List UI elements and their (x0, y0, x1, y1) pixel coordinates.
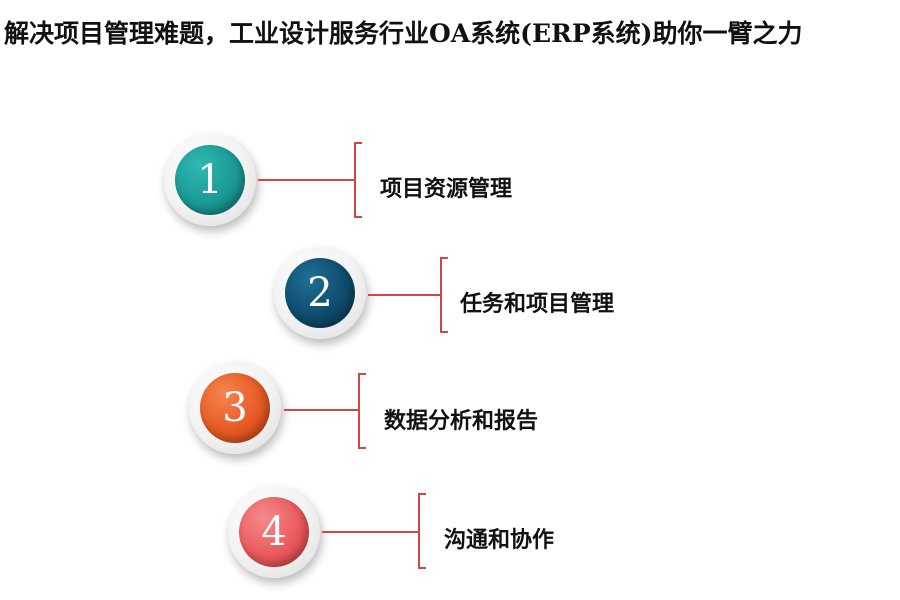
connector-line-2 (368, 294, 440, 296)
bracket-2 (440, 257, 448, 333)
number-circle-4: 4 (228, 486, 320, 578)
page-title: 解决项目管理难题，工业设计服务行业OA系统(ERP系统)助你一臂之力 (4, 19, 803, 48)
item-label-2: 任务和项目管理 (460, 291, 615, 317)
number-circle-3: 3 (189, 362, 281, 454)
connector-line-1 (258, 179, 354, 181)
item-label-1: 项目资源管理 (380, 176, 513, 202)
bracket-4 (418, 493, 426, 569)
bracket-3 (358, 373, 366, 449)
item-label-4: 沟通和协作 (444, 527, 555, 553)
item-label-3: 数据分析和报告 (384, 408, 539, 434)
connector-line-4 (322, 531, 418, 533)
number-circle-inner-3: 3 (200, 373, 270, 443)
number-circle-inner-1: 1 (175, 145, 245, 215)
bracket-1 (354, 142, 362, 218)
number-circle-inner-4: 4 (239, 497, 309, 567)
connector-line-3 (284, 409, 358, 411)
number-circle-2: 2 (274, 247, 366, 339)
number-circle-inner-2: 2 (285, 258, 355, 328)
number-circle-1: 1 (164, 134, 256, 226)
